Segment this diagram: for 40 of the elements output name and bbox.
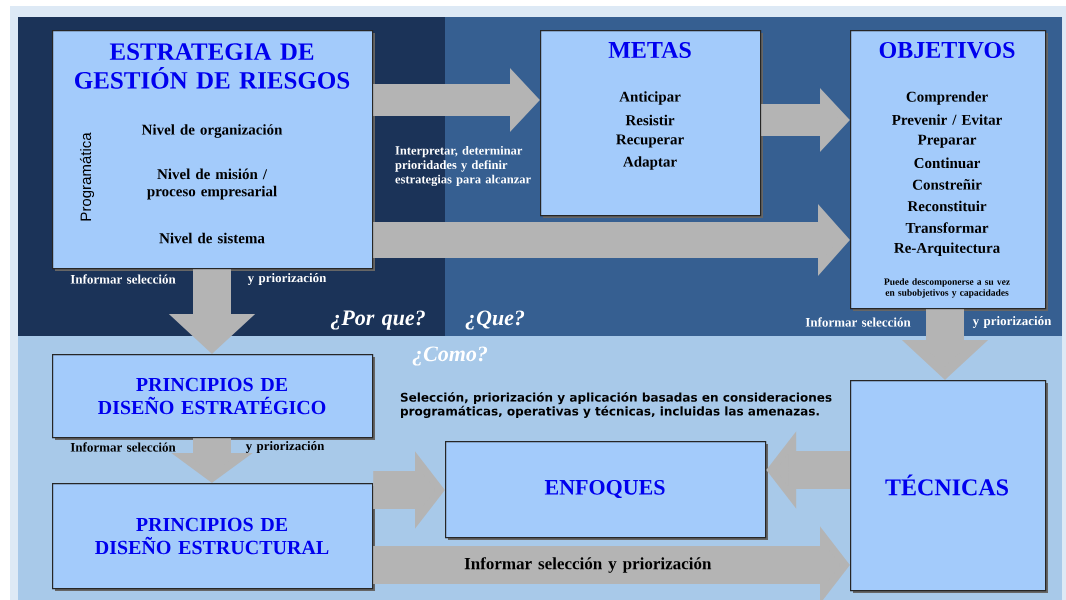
arrow-note: Informar selección xyxy=(70,442,176,452)
description-text: Selección, priorización y aplicación basadas en consideraciones programáticas, operativas y técnicas, incluidas las amenazas. xyxy=(400,392,832,418)
box-title: ENFOQUES xyxy=(544,479,665,499)
box-title: PRINCIPIOS DE DISEÑO ESTRUCTURAL xyxy=(95,517,329,555)
process-box xyxy=(52,483,375,591)
item-text: Transformar xyxy=(905,222,989,233)
question-heading: ¿Como? xyxy=(412,346,488,366)
item-text: Nivel de organización xyxy=(141,124,283,138)
process-box xyxy=(52,354,375,440)
process-box xyxy=(52,30,375,271)
item-text: Reconstituir xyxy=(907,200,987,212)
item-text: Recuperar xyxy=(616,134,684,148)
item-text: Nivel de sistema xyxy=(159,232,265,244)
arrow-note: Informar selección xyxy=(805,317,911,327)
box-title: ESTRATEGIA DE GESTIÓN DE RIESGOS xyxy=(75,43,350,89)
item-text: Continuar xyxy=(914,157,980,169)
edge-label: Informar selección y priorización xyxy=(463,556,713,574)
process-box xyxy=(445,441,768,540)
item-text: Resistir xyxy=(625,114,675,126)
box-title: OBJETIVOS xyxy=(879,41,1015,59)
item-text: Anticipar xyxy=(619,91,681,105)
process-box xyxy=(540,30,763,218)
item-text: Nivel de misión / proceso empresarial xyxy=(147,168,277,200)
process-box xyxy=(850,30,1048,311)
note-text: Puede descomponerse a su vez en subobjetivos y capacidades xyxy=(884,278,1010,298)
item-text: Prevenir / Evitar xyxy=(892,114,1002,125)
question-heading: ¿Que? xyxy=(465,310,525,330)
item-text: Adaptar xyxy=(623,156,677,170)
arrow-note: y priorización xyxy=(245,441,325,453)
item-text: Re-Arquitectura xyxy=(894,242,1000,256)
arrow-note: Interpretar, determinar prioridades y definir estrategias para alcanzar xyxy=(395,145,531,187)
item-text: Preparar xyxy=(917,134,977,148)
item-text: Constreñir xyxy=(912,179,982,190)
item-text: Comprender xyxy=(906,91,988,105)
box-title: PRINCIPIOS DE DISEÑO ESTRATÉGICO xyxy=(98,377,326,415)
process-box xyxy=(850,380,1048,593)
side-label: Programática xyxy=(79,132,95,221)
box-title: METAS xyxy=(608,41,691,59)
box-title: TÉCNICAS xyxy=(885,474,1008,496)
question-heading: ¿Por que? xyxy=(330,310,425,330)
